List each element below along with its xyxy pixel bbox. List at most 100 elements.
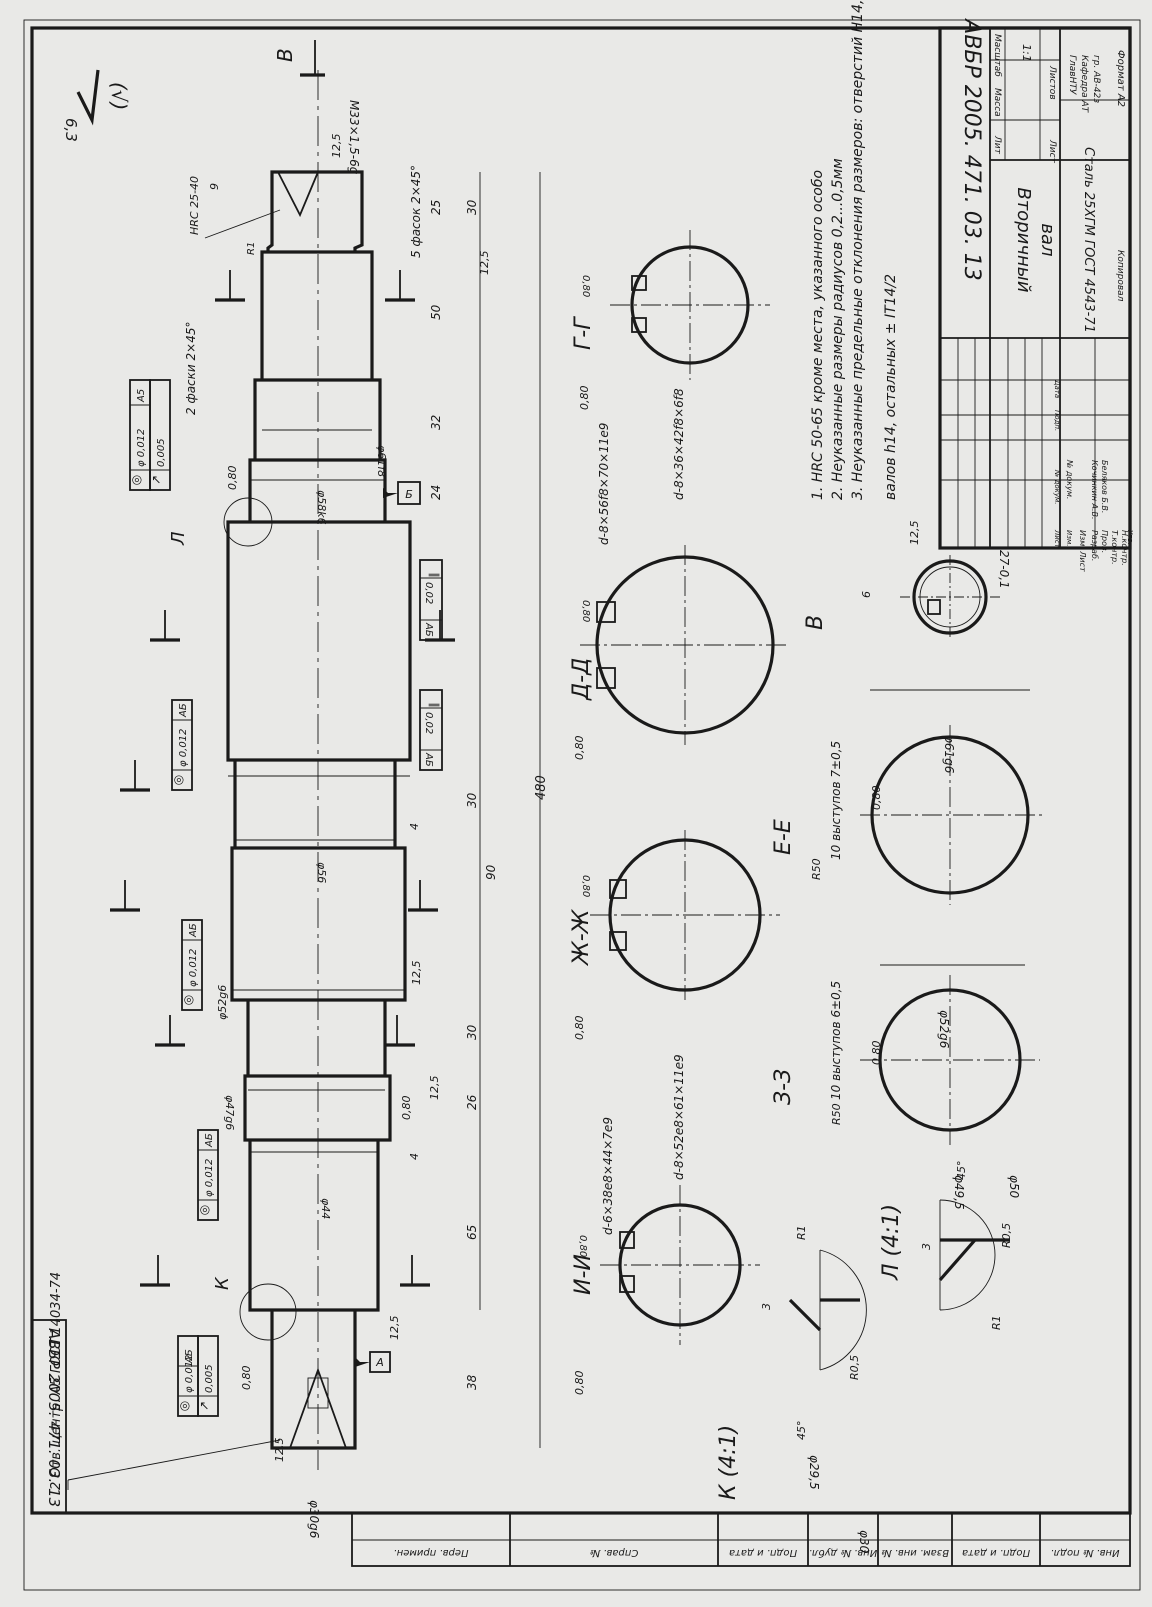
svg-text:АБ: АБ: [204, 1133, 215, 1148]
svg-text:6,3: 6,3: [62, 118, 80, 142]
detail-k-d2: φ30: [857, 1530, 871, 1554]
rough-shaft-5: 12,5: [388, 1316, 401, 1341]
svg-text:φ 0,012: φ 0,012: [188, 949, 199, 987]
svg-text:0,005: 0,005: [204, 1364, 215, 1393]
side-frame-label-3: Взам. инв. №: [881, 1547, 949, 1558]
section-gg-rough-2: 0,80: [580, 275, 591, 297]
dim-38: 38: [465, 1374, 479, 1390]
svg-text:АВБР 2005. 471. 03. 13: АВБР 2005. 471. 03. 13: [45, 1328, 63, 1507]
rough-shaft-9: 12,5: [478, 251, 491, 276]
detail-l-r1: R1: [990, 1315, 1003, 1330]
detail-k-title: К (4:1): [716, 1425, 741, 1500]
title-name-1: № докум.: [1065, 459, 1074, 499]
detail-k-d1: φ29,5: [807, 1455, 821, 1490]
shaft-chamfer-2: 2 фаски 2×45°: [184, 322, 198, 415]
svg-text:∥: ∥: [428, 572, 441, 578]
section-cut-markers: [110, 270, 455, 1287]
svg-text:φ 0,012: φ 0,012: [178, 729, 189, 767]
shaft-d-56: φ56: [315, 862, 328, 883]
shaft-d-47: φ47g6: [223, 1095, 236, 1130]
section-ee-teeth: 10 выступов 7±0,5: [829, 741, 843, 860]
svg-text:0,005: 0,005: [156, 438, 167, 467]
rough-shaft-4: 12,5: [273, 1438, 286, 1463]
datum-b-box: Б: [383, 481, 421, 505]
center-hole: [289, 1367, 347, 1449]
side-frame-columns: Перв. примен. Справ. № Подп. и дата Инв.…: [351, 1512, 1131, 1567]
dim-25: 25: [429, 200, 443, 215]
svg-text:АБ: АБ: [184, 1349, 195, 1364]
dim-26: 26: [465, 1094, 479, 1110]
shaft-center-holes: 2 Отв. центр. А5 ГОСТ 14034-74: [49, 1272, 64, 1490]
title-format: Формат А2: [1115, 50, 1126, 107]
section-zz-teeth: 10 выступов 6±0,5: [829, 981, 843, 1100]
section-dd-spline: d-8×56f8×70×11e9: [597, 423, 611, 545]
section-v-rough: 12,5: [908, 521, 921, 546]
detail-l-r05: R0,5: [1000, 1223, 1013, 1248]
note-4: валов h14, остальных ± IT14/2: [883, 274, 899, 500]
dim-32: 32: [429, 415, 443, 430]
svg-text:↗: ↗: [149, 475, 163, 485]
title-doc-code: АВБР 2005. 471. 03. 13: [959, 17, 984, 280]
section-ee: Е-Е 10 выступов 7±0,5 φ61g6 R50 0,80: [771, 689, 1045, 905]
tolerance-frame-2: ↗ 0,005: [197, 1335, 219, 1417]
tolerance-frames: ◎ φ 0,012 АБ ↗ 0,005 ◎ φ 0,012 АБ ◎ φ 0,…: [129, 379, 443, 1417]
shaft-chamfer-end: 5 фасок 2×45°: [409, 165, 423, 258]
detail-l-d2: φ50: [1007, 1175, 1021, 1199]
dim-4b: 4: [408, 823, 421, 830]
section-ii-label: И-И: [571, 1254, 596, 1295]
title-sheets-label: Листов: [1047, 65, 1057, 100]
tolerance-frame-3: ◎ φ 0,012 АБ: [197, 1129, 219, 1221]
section-gg-rough: 0,80: [578, 386, 591, 411]
svg-text:0,02: 0,02: [423, 712, 434, 734]
rough-shaft-3: 0,80: [400, 1096, 413, 1121]
detail-l-w: 3: [920, 1243, 933, 1250]
shaft-d-61: φ61f8: [375, 445, 388, 477]
svg-text:φ 0,012: φ 0,012: [184, 1355, 195, 1393]
title-copied: Копировал: [1115, 250, 1125, 302]
svg-text:АБ: АБ: [188, 923, 199, 938]
section-ii-rough: 0,80: [573, 1371, 586, 1396]
section-ii-spline: d-6×38e8×44×7e9: [601, 1117, 615, 1235]
rough-shaft-6: 12,5: [428, 1076, 441, 1101]
section-zhzh-label: Ж-Ж: [569, 908, 594, 967]
title-row-3: Пров.: [1100, 530, 1109, 553]
title-row-6: Утв.: [1126, 530, 1134, 545]
shaft-d-52: φ52g6: [216, 985, 229, 1020]
main-shaft-view: 2 Отв. центр. А5 ГОСТ 14034-74 φ30g6 φ44…: [49, 40, 549, 1539]
title-sheet-label: Лист: [1047, 139, 1057, 164]
section-ee-rough: 0,80: [870, 786, 883, 811]
dim-30a: 30: [465, 1024, 479, 1040]
dim-30c: 30: [465, 199, 479, 215]
detail-l-ang: 45°: [955, 1161, 968, 1181]
title-head-3: № докум.: [1053, 469, 1061, 505]
dim-total: 480: [534, 775, 549, 800]
detail-k-ang: 45°: [795, 1421, 808, 1441]
section-zhzh-spline: d-8×52e8×61×11e9: [672, 1054, 686, 1180]
detail-circle-l: [223, 497, 273, 547]
title-head-1: Изм.: [1065, 530, 1073, 546]
tolerance-frame-7: ↗ 0,005: [149, 379, 171, 491]
tolerance-frame-6: ◎ φ 0,012 А5: [129, 379, 151, 491]
title-row-5: Н.контр.: [1120, 530, 1129, 566]
title-org-1: ГлавНТУ: [1067, 55, 1077, 95]
title-col-mass: Масса: [992, 88, 1002, 117]
section-v-dim6: 6: [860, 591, 873, 598]
title-head-4: Подп.: [1053, 410, 1061, 431]
dim-90: 90: [484, 864, 498, 880]
section-zhzh: Ж-Ж d-8×52e8×61×11e9 0,80 0,80: [569, 830, 780, 1180]
svg-text:(√): (√): [107, 82, 131, 110]
dim-65: 65: [465, 1225, 479, 1240]
svg-text:А: А: [375, 1356, 384, 1369]
svg-text:∥: ∥: [428, 702, 441, 708]
title-row-4: Т.контр.: [1110, 530, 1119, 565]
title-org-2: Кафедра АТ: [1079, 55, 1089, 114]
title-part-name-1: Вторичный: [1013, 187, 1034, 293]
side-frame-label-5: Подп. и дата: [729, 1547, 797, 1558]
section-zz-label: З-З: [771, 1069, 796, 1105]
section-ee-dia: φ61g6: [942, 735, 956, 774]
section-v: В 27-0,1 6 12,5: [803, 521, 1011, 640]
side-frame-label-6: Справ. №: [590, 1547, 639, 1558]
detail-l-label: Л: [168, 531, 189, 546]
svg-text:Б: Б: [405, 488, 413, 501]
